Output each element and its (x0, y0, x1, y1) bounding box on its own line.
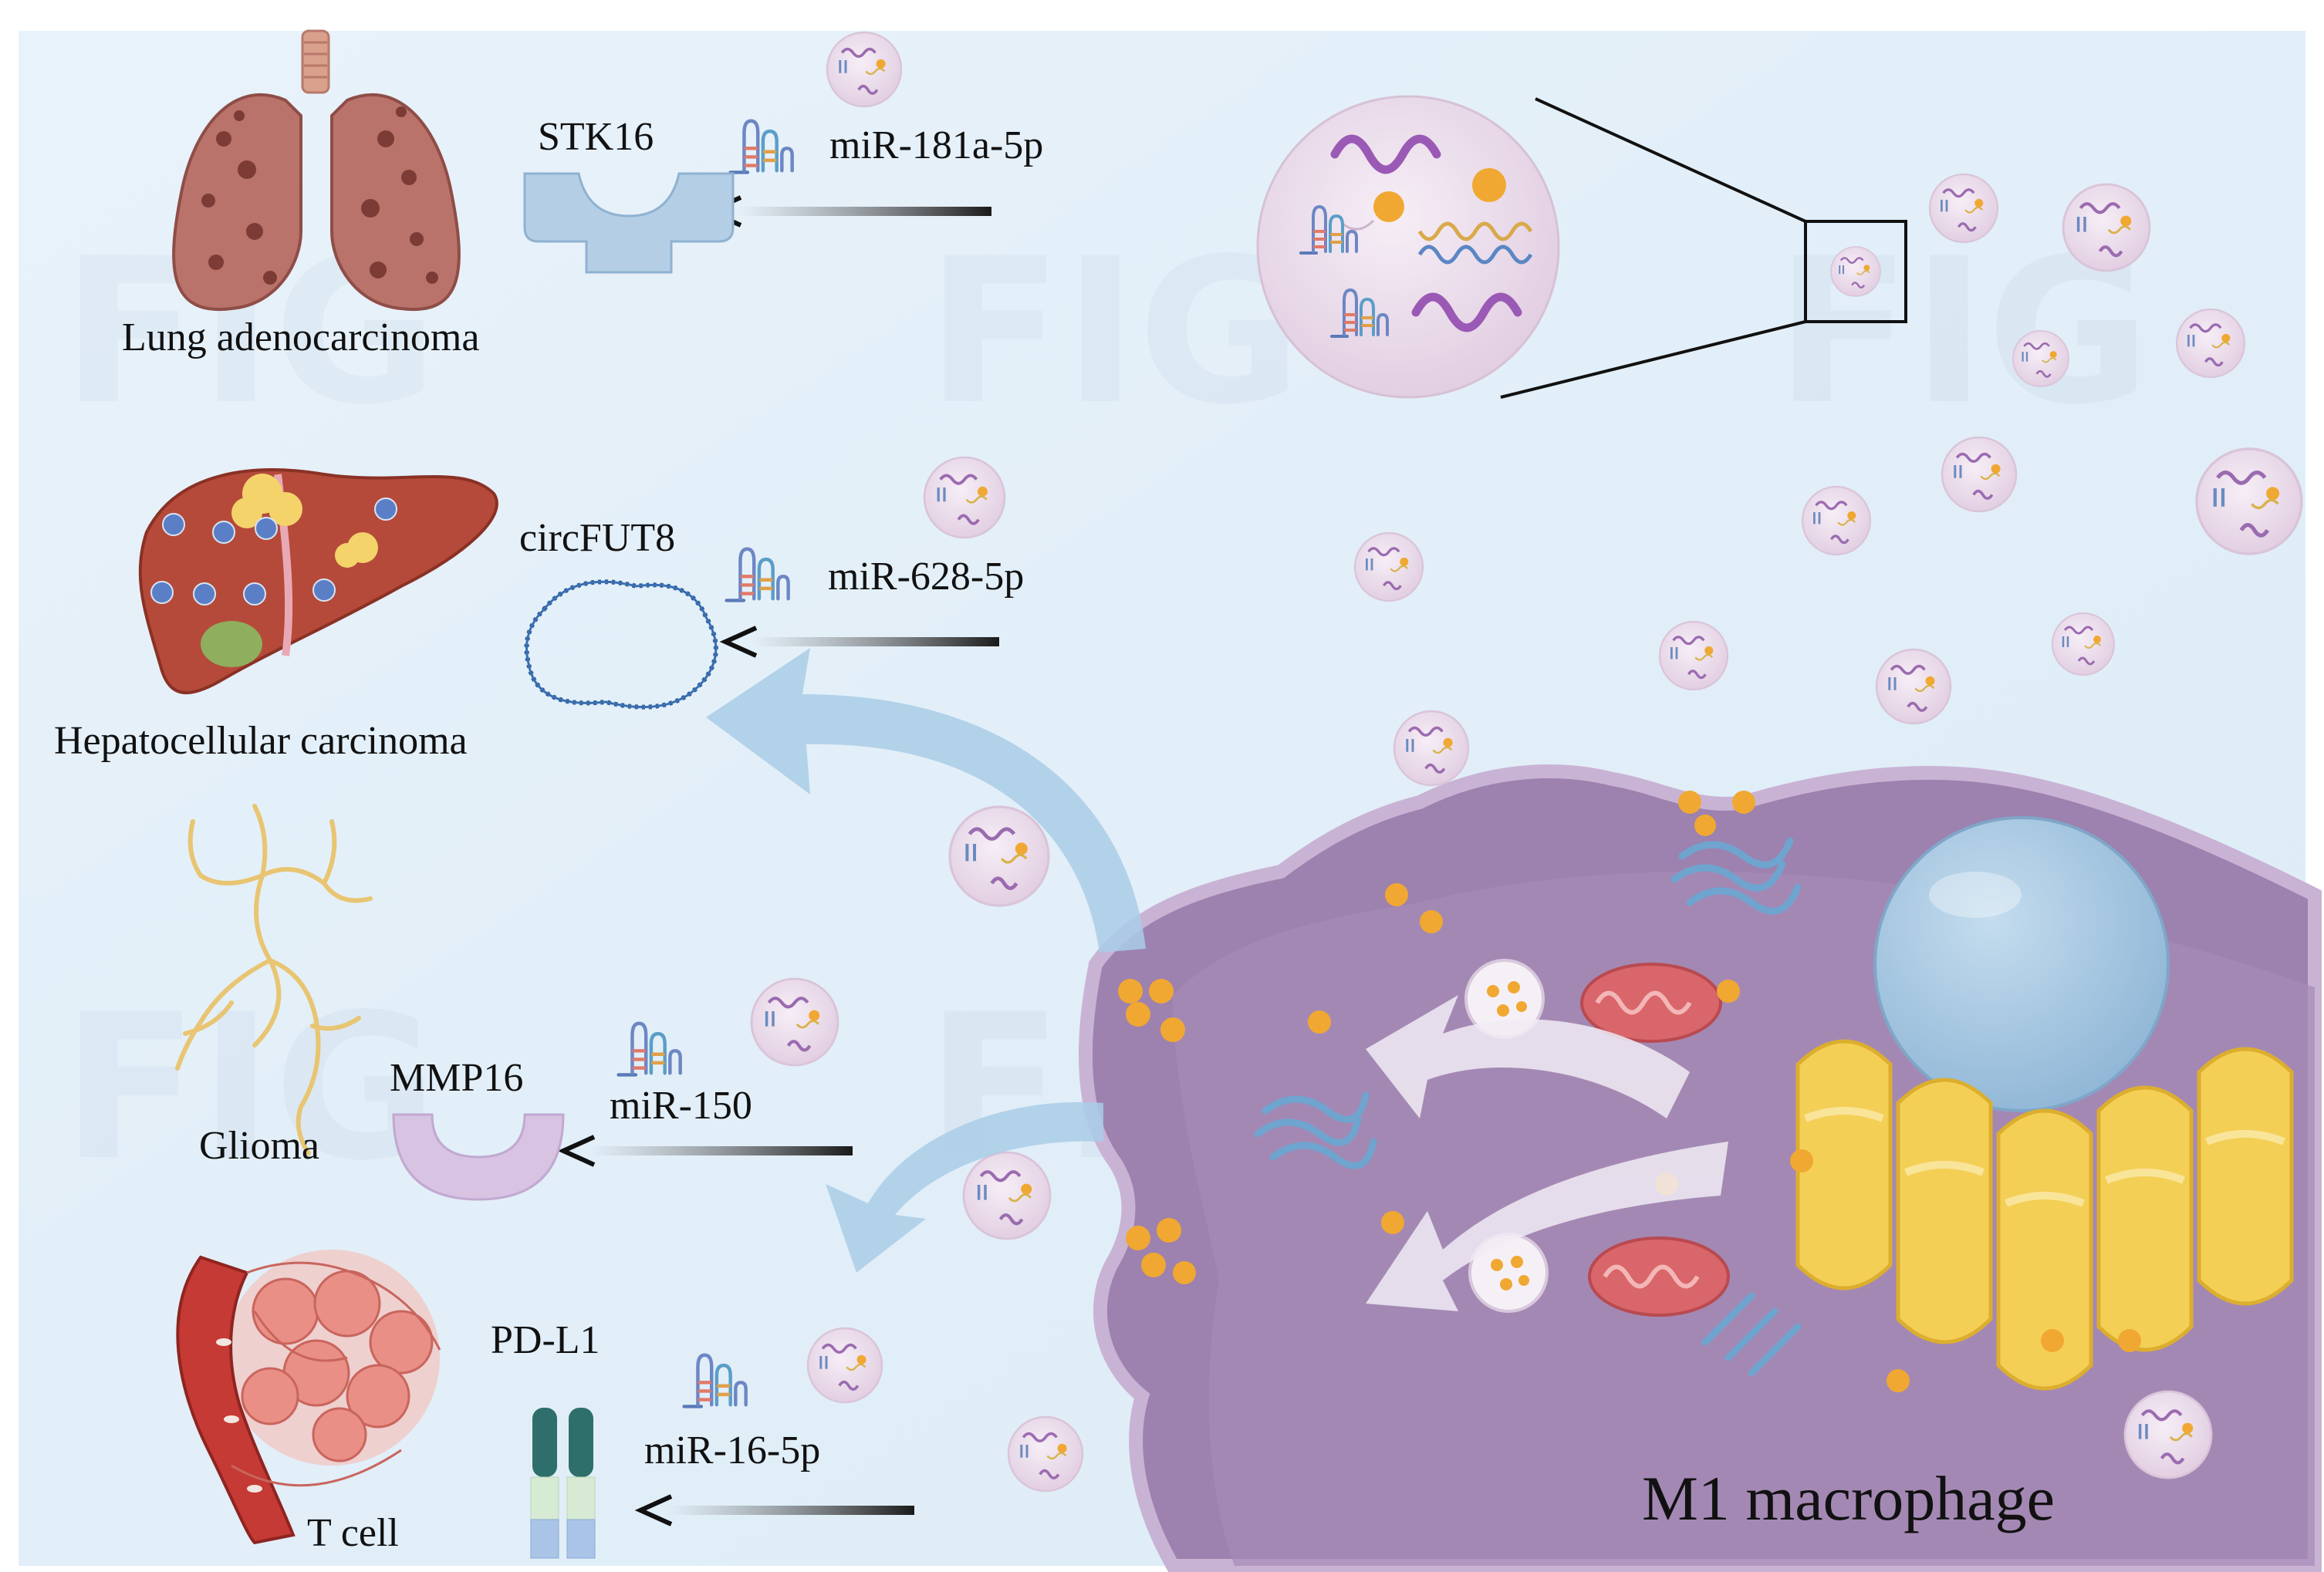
circrna-ring-icon (524, 579, 718, 710)
mirna-label-628: miR-628-5p (828, 555, 1025, 599)
target-label-mmp16: MMP16 (390, 1056, 524, 1100)
lung-icon (172, 29, 461, 312)
target-label-stk16: STK16 (538, 115, 654, 159)
target-label-circfut8: circFUT8 (519, 516, 676, 560)
tumor-vessel-icon (176, 1250, 441, 1545)
mmp16-protein-icon (392, 1113, 565, 1201)
inhibition-arrows (557, 195, 999, 1526)
mirna-label-150: miR-150 (610, 1084, 752, 1128)
organ-label-glioma: Glioma (199, 1124, 319, 1168)
secretion-arrows (706, 648, 1146, 1273)
zoom-callout (1256, 95, 1907, 399)
neuron-icon (175, 804, 373, 1155)
organ-label-lung: Lung adenocarcinoma (122, 315, 480, 359)
mirna-label-181a: miR-181a-5p (829, 123, 1044, 167)
svg-text:FIG: FIG (926, 216, 1302, 449)
pdl1-receptor-icon (530, 1408, 596, 1559)
stk16-protein-icon (523, 172, 735, 274)
liver-icon (138, 468, 498, 694)
svg-text:FIG: FIG (62, 972, 438, 1205)
cell-label-m1-macrophage: M1 macrophage (1642, 1463, 2055, 1533)
m1-macrophage-illustration (1078, 764, 2322, 1572)
organ-label-tcell: T cell (307, 1511, 399, 1555)
organ-label-liver: Hepatocellular carcinoma (54, 719, 468, 763)
mirna-label-16: miR-16-5p (644, 1429, 821, 1472)
target-label-pdl1: PD-L1 (491, 1318, 600, 1362)
